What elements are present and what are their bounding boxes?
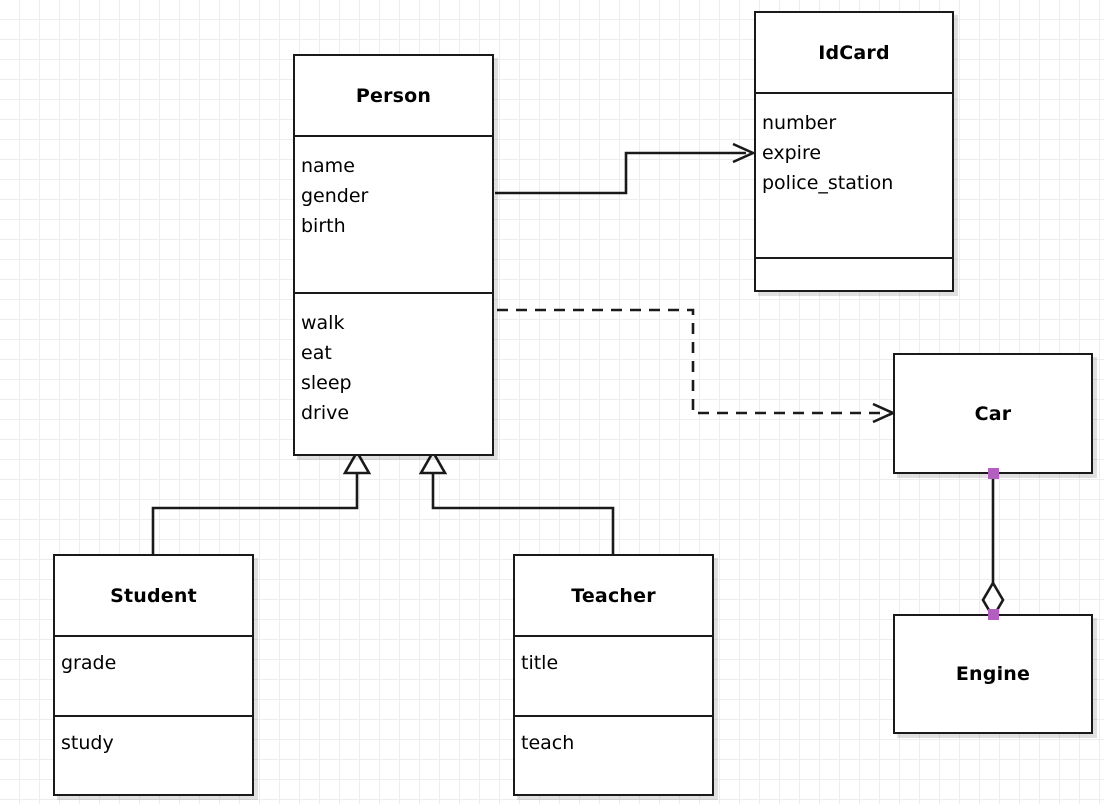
- class-box-engine[interactable]: Engine: [893, 614, 1093, 734]
- method-item: walk: [301, 312, 345, 334]
- connection-point-car-bottom[interactable]: [988, 468, 999, 479]
- method-item: drive: [301, 402, 350, 424]
- attribute-item: police_station: [762, 172, 894, 194]
- class-attributes-person: name gender birth: [295, 135, 492, 292]
- class-title-car: Car: [974, 402, 1012, 425]
- class-title-engine: Engine: [955, 663, 1031, 685]
- attribute-item: title: [521, 652, 559, 674]
- method-item: eat: [301, 342, 332, 364]
- attribute-item: name: [301, 155, 355, 177]
- attribute-item: gender: [301, 185, 369, 207]
- class-box-idcard[interactable]: IdCard number expire police_station: [754, 11, 954, 292]
- class-methods-idcard: [756, 257, 952, 290]
- edge-student-person[interactable]: [151, 449, 372, 554]
- class-attributes-student: grade: [55, 635, 252, 715]
- attribute-item: number: [762, 112, 837, 134]
- class-box-person[interactable]: Person name gender birth walk eat sleep …: [293, 54, 494, 456]
- class-attributes-teacher: title: [515, 635, 712, 715]
- class-title-idcard: IdCard: [818, 41, 890, 64]
- attribute-item: expire: [762, 142, 822, 164]
- attribute-item: grade: [61, 652, 117, 674]
- class-title-student: Student: [110, 584, 197, 607]
- class-methods-student: study: [55, 715, 252, 794]
- class-box-student[interactable]: Student grade study: [53, 554, 254, 796]
- class-box-car[interactable]: Car: [893, 353, 1093, 474]
- class-methods-teacher: teach: [515, 715, 712, 794]
- class-title-teacher: Teacher: [571, 584, 656, 607]
- method-item: teach: [521, 732, 575, 754]
- edge-person-idcard[interactable]: [495, 142, 757, 195]
- method-item: study: [61, 732, 114, 754]
- class-attributes-idcard: number expire police_station: [756, 92, 952, 257]
- attribute-item: birth: [301, 215, 346, 237]
- edge-person-car[interactable]: [497, 308, 897, 424]
- class-box-teacher[interactable]: Teacher title teach: [513, 554, 714, 796]
- class-title-person: Person: [355, 84, 432, 107]
- method-item: sleep: [301, 372, 352, 394]
- edge-car-engine[interactable]: [981, 475, 1005, 620]
- class-methods-person: walk eat sleep drive: [295, 292, 492, 454]
- open-arrowhead-icon: [872, 402, 897, 424]
- connection-point-engine-top[interactable]: [988, 609, 999, 620]
- edge-teacher-person[interactable]: [418, 449, 615, 554]
- open-arrowhead-icon: [732, 142, 757, 164]
